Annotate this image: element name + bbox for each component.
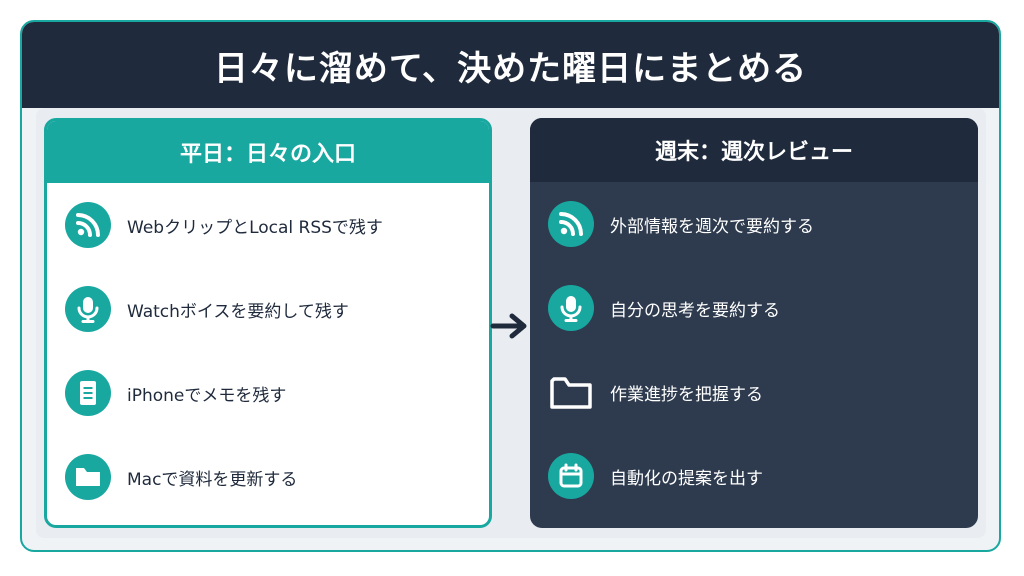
weekday-item-files: Macで資料を更新する	[65, 453, 297, 501]
rss-icon	[548, 201, 594, 247]
weekday-panel: 平日：日々の入口 WebクリップとLocal RSSで残す	[44, 118, 492, 528]
folder-icon	[65, 454, 111, 500]
weekend-item-external: 外部情報を週次で要約する	[548, 200, 814, 248]
weekday-item-label: Macで資料を更新する	[127, 469, 298, 490]
folder-icon	[548, 369, 594, 415]
rss-icon	[65, 202, 111, 248]
weekend-item-thoughts: 自分の思考を要約する	[548, 284, 780, 332]
weekend-item-progress: 作業進捗を把握する	[548, 368, 763, 416]
weekend-panel-heading: 週末：週次レビュー	[530, 118, 978, 182]
weekday-panel-heading: 平日：日々の入口	[47, 121, 489, 183]
weekday-item-voice: Watchボイスを要約して残す	[65, 285, 349, 333]
weekend-panel: 週末：週次レビュー 外部情報を週次で要約する 自分の思考を	[530, 118, 978, 528]
weekday-item-memo: iPhoneでメモを残す	[65, 369, 286, 417]
weekend-item-label: 外部情報を週次で要約する	[610, 216, 814, 237]
microphone-icon	[65, 286, 111, 332]
arrow-right-icon	[490, 313, 527, 339]
weekend-item-automation: 自動化の提案を出す	[548, 452, 763, 500]
microphone-icon	[548, 285, 594, 331]
title-bar: 日々に溜めて、決めた曜日にまとめる	[22, 22, 999, 108]
weekend-item-label: 自動化の提案を出す	[610, 468, 763, 489]
weekday-item-label: Watchボイスを要約して残す	[127, 301, 349, 322]
document-icon	[65, 370, 111, 416]
page-title: 日々に溜めて、決めた曜日にまとめる	[213, 48, 808, 89]
weekend-item-label: 作業進捗を把握する	[610, 384, 763, 405]
calendar-icon	[548, 453, 594, 499]
weekday-item-label: iPhoneでメモを残す	[127, 385, 287, 406]
weekend-item-label: 自分の思考を要約する	[610, 300, 780, 321]
weekday-item-rss: WebクリップとLocal RSSで残す	[65, 201, 383, 249]
weekday-item-label: WebクリップとLocal RSSで残す	[127, 217, 383, 238]
